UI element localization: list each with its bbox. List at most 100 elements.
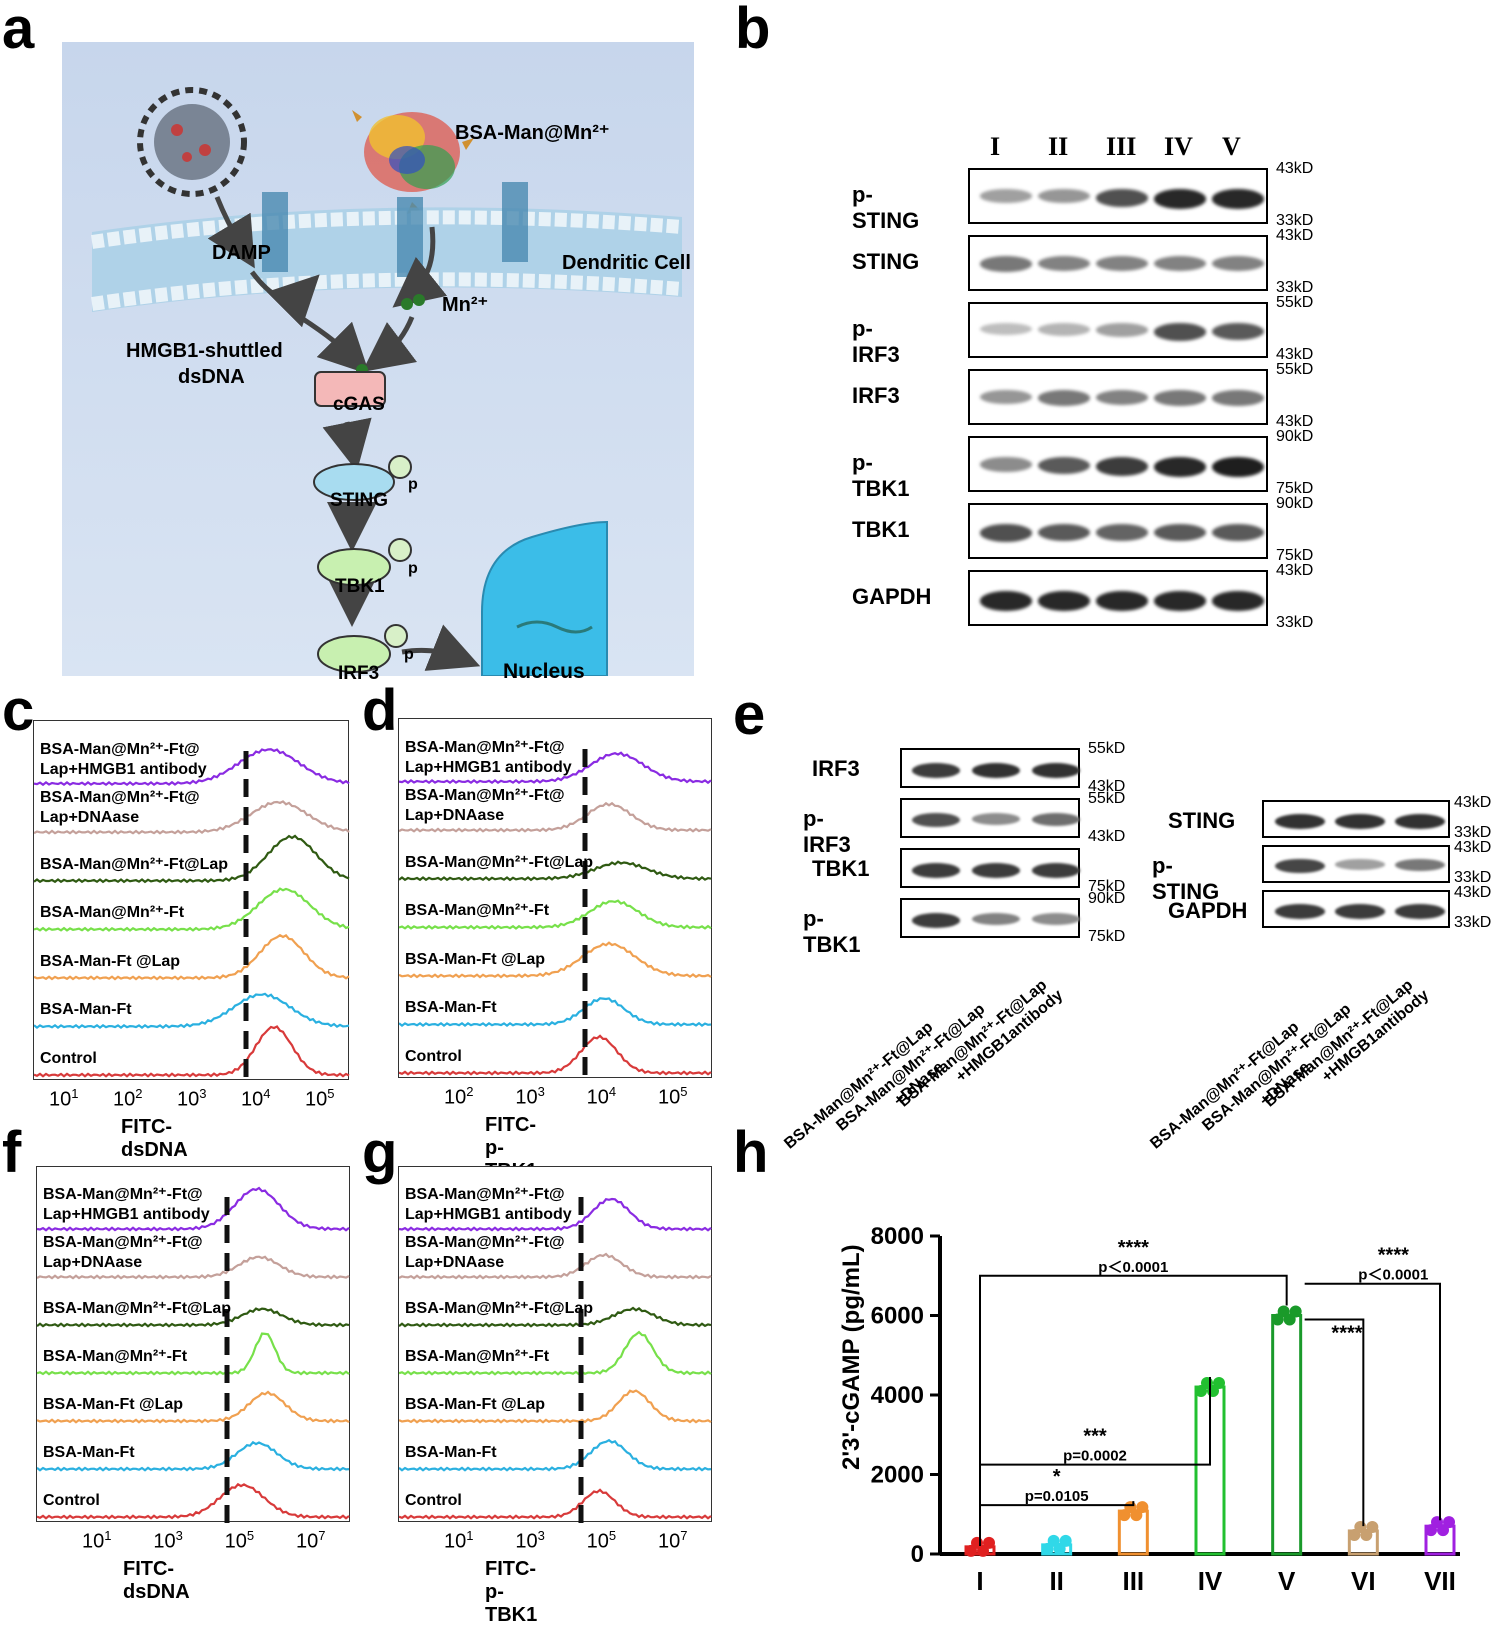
- blot-band: [1032, 813, 1080, 826]
- blot-band: [1275, 859, 1325, 874]
- phospho-sting-label: p: [408, 476, 418, 493]
- blot-e-row-label: GAPDH: [1168, 898, 1248, 923]
- mw-marker-bottom: 75kD: [1276, 547, 1314, 564]
- blot-band: [1032, 863, 1080, 878]
- blot-band: [1395, 904, 1445, 919]
- axis-tick-label: 101: [49, 1086, 79, 1111]
- histogram-label: BSA-Man@Mn²⁺-Ft@: [40, 789, 200, 807]
- histogram-label: BSA-Man-Ft @Lap: [43, 1396, 184, 1413]
- mw-marker-top: 55kD: [1276, 361, 1314, 378]
- blot-e-row-label: STING: [1168, 808, 1236, 833]
- histogram-trace: [37, 1390, 350, 1424]
- blot-row-label: p-TBK1: [852, 450, 910, 501]
- axis-tick-label: 107: [658, 1528, 688, 1553]
- histogram-label: Control: [405, 1048, 462, 1065]
- blot-band: [1212, 189, 1264, 209]
- blot-band: [1275, 814, 1325, 830]
- axis-tick-label: 102: [444, 1084, 474, 1109]
- panel-label-h: h: [733, 1120, 769, 1185]
- bar-chart-ylabel: 2'3'-cGAMP (pg/mL): [838, 1244, 865, 1470]
- lane-label-II: II: [1048, 132, 1069, 161]
- axis-tick-label: 105: [658, 1084, 688, 1109]
- histogram-trace: [37, 1255, 350, 1280]
- mw-marker-bottom: 75kD: [1088, 928, 1126, 945]
- panel-label-f: f: [2, 1120, 22, 1185]
- blot-band: [972, 913, 1020, 925]
- blot-band: [1038, 323, 1090, 336]
- bar-V: [1271, 1314, 1303, 1556]
- axis-tick-label: 101: [444, 1528, 474, 1553]
- blot-band: [1032, 763, 1080, 779]
- histogram-stack: [399, 1197, 712, 1523]
- mw-marker-bottom: 33kD: [1454, 914, 1492, 931]
- histogram-trace: [399, 997, 712, 1027]
- histogram-trace: [34, 800, 350, 835]
- mw-marker-top: 55kD: [1088, 790, 1126, 807]
- blot-band: [1275, 904, 1325, 919]
- blot-band: [1096, 189, 1148, 207]
- mw-marker-top: 43kD: [1276, 562, 1314, 579]
- blot-row-tbk1: [968, 503, 1268, 559]
- significance-bracket: [1304, 1282, 1441, 1521]
- blot-band: [1038, 189, 1090, 203]
- blot-band: [980, 457, 1032, 472]
- histogram-label: Lap+DNAase: [405, 1254, 505, 1271]
- histogram-label: Control: [40, 1050, 97, 1067]
- blot-e-left-row: [900, 748, 1080, 788]
- histogram-label: BSA-Man-Ft @Lap: [40, 952, 181, 970]
- blot-band: [1212, 323, 1264, 340]
- histogram-trace: [37, 1482, 350, 1520]
- mw-marker-bottom: 33kD: [1276, 614, 1314, 631]
- axis-title: FITC-dsDNA: [121, 1116, 188, 1161]
- mw-marker-bottom: 43kD: [1276, 346, 1314, 363]
- mn-label: Mn²⁺: [442, 294, 489, 316]
- blot-band: [1154, 457, 1206, 477]
- y-tick-label: 2000: [871, 1462, 924, 1489]
- mw-marker-top: 43kD: [1454, 794, 1492, 811]
- blot-band: [1395, 814, 1445, 830]
- axis-title: FITC-dsDNA: [123, 1558, 190, 1603]
- blot-band: [1096, 524, 1148, 541]
- data-point: [1136, 1501, 1149, 1514]
- cell-membrane: [90, 182, 683, 312]
- blot-band: [980, 524, 1032, 542]
- blot-band: [912, 863, 960, 878]
- blot-row-label: GAPDH: [852, 584, 932, 609]
- y-tick-label: 4000: [871, 1382, 924, 1409]
- nucleus-label: Nucleus: [503, 660, 585, 683]
- blot-row-label: p-STING: [852, 182, 920, 233]
- blot-e-left-row: [900, 798, 1080, 838]
- blot-band: [1212, 524, 1264, 541]
- mw-marker-top: 55kD: [1276, 294, 1314, 311]
- mw-marker-bottom: 33kD: [1454, 824, 1492, 841]
- p-value: p=0.0002: [1063, 1448, 1127, 1465]
- histogram-trace: [399, 860, 712, 882]
- axis-tick-label: 101: [82, 1528, 112, 1553]
- significance-stars: ***: [1083, 1426, 1107, 1448]
- histogram-trace: [34, 992, 350, 1029]
- x-tick-label: II: [1049, 1566, 1063, 1596]
- histogram-trace: [399, 1438, 712, 1472]
- histogram-label: BSA-Man-Ft @Lap: [405, 950, 546, 968]
- axis-tick-label: 102: [113, 1086, 143, 1111]
- histogram-trace: [399, 1488, 712, 1520]
- blot-e-row-label: p-STING: [1152, 853, 1220, 904]
- histogram-trace: [34, 748, 350, 787]
- histogram-trace: [399, 1252, 712, 1280]
- histogram-label: Lap+HMGB1 antibody: [405, 758, 572, 776]
- histogram-label: BSA-Man@Mn²⁺-Ft@: [405, 1186, 565, 1203]
- blot-row-p-sting: [968, 168, 1268, 224]
- blot-row-label: IRF3: [852, 383, 900, 408]
- axis-tick-label: 104: [586, 1084, 617, 1109]
- histogram-label: BSA-Man-Ft: [405, 1444, 497, 1461]
- y-tick-label: 8000: [871, 1223, 924, 1250]
- data-point: [1059, 1534, 1072, 1547]
- axis-tick-label: 103: [153, 1528, 183, 1553]
- x-tick-label: IV: [1198, 1566, 1223, 1596]
- panel-label-g: g: [362, 1120, 398, 1185]
- blot-band: [1096, 256, 1148, 271]
- panel-label-c: c: [2, 678, 35, 743]
- mw-marker-top: 55kD: [1088, 740, 1126, 757]
